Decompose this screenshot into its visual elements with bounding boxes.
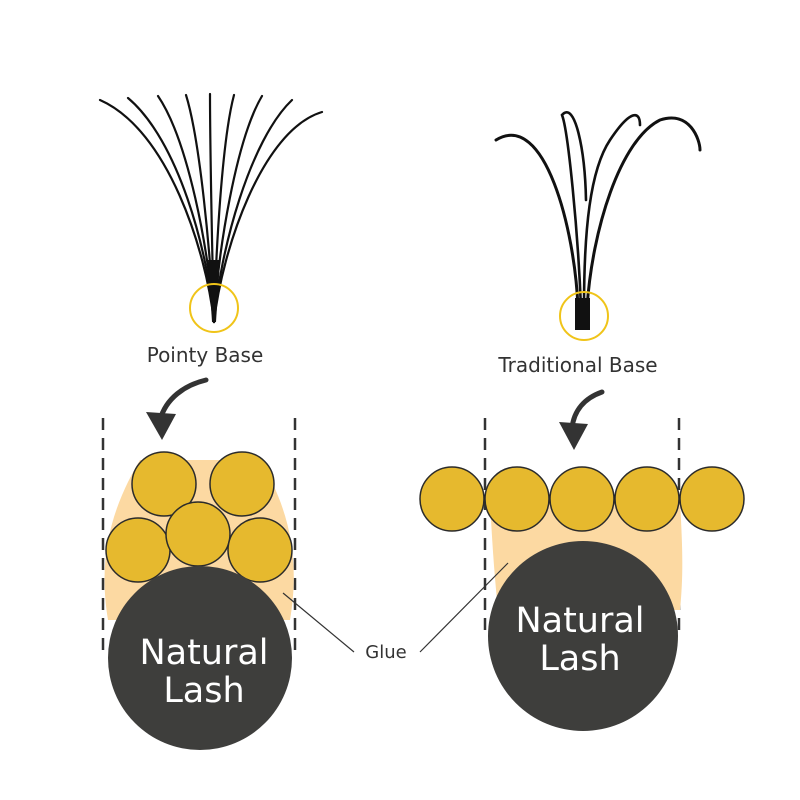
traditional-base-label: Traditional Base (497, 353, 657, 377)
traditional-natural-lash (488, 541, 678, 731)
pointy-base-highlight-ring (189, 283, 239, 333)
glue-label: Glue (365, 642, 406, 663)
pointy-extension-cluster (105, 451, 293, 583)
pointy-base-tip (208, 260, 220, 322)
traditional-natural-lash-label-2: Lash (539, 639, 620, 679)
pointy-base-label: Pointy Base (147, 343, 264, 367)
traditional-base-block (575, 298, 590, 330)
pointy-natural-lash-label-1: Natural (139, 633, 268, 673)
traditional-base-fan (494, 111, 702, 310)
pointy-natural-lash (108, 566, 292, 750)
traditional-base-highlight-ring (559, 291, 609, 341)
pointy-natural-lash-label-2: Lash (163, 671, 244, 711)
traditional-extension-row (419, 466, 745, 532)
left-curved-arrow (146, 377, 209, 440)
traditional-natural-lash-label-1: Natural (515, 601, 644, 641)
glue-callout-lines (282, 562, 509, 653)
right-curved-arrow (559, 389, 605, 450)
